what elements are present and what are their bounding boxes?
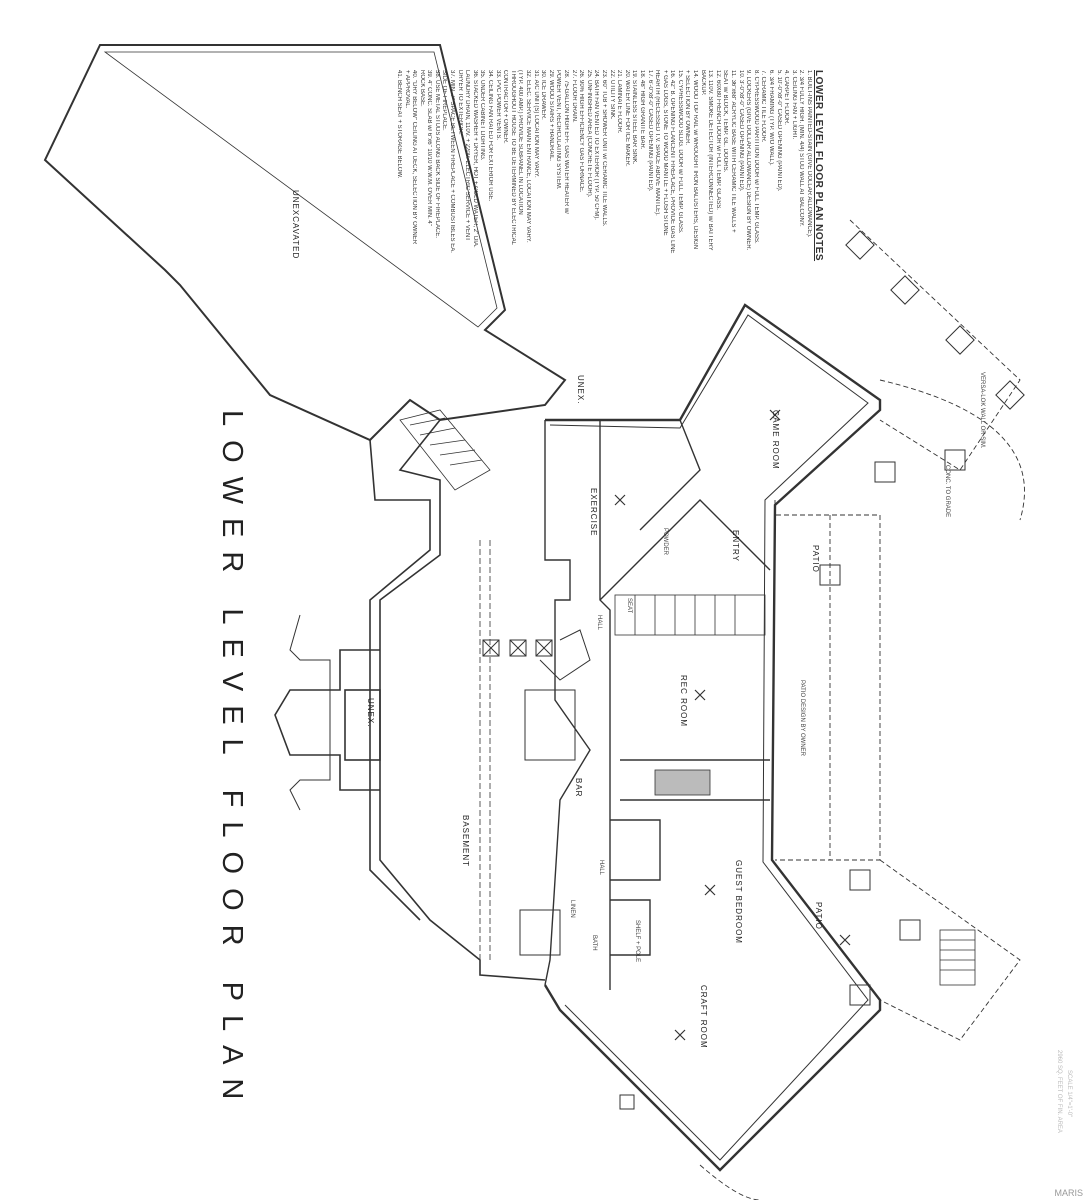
- note-line: 6. 3/4 FRAMING (TYP. W/O WALL).: [768, 70, 775, 166]
- room-label-hall: HALL: [598, 860, 604, 876]
- note-line: 22. UTILITY SINK.: [608, 70, 615, 120]
- room-label-rec-room: REC ROOM: [679, 675, 688, 727]
- note-line: DRYER TO EXTERIOR.: [456, 70, 463, 135]
- note-line: 29. WOOD STAIRS + HANDRAIL.: [547, 70, 554, 162]
- room-label-patio: PATIO: [814, 902, 823, 930]
- note-line: 33. PVC POWER VENTS.: [494, 70, 501, 141]
- basement-outline: [274, 399, 546, 981]
- note-line: LAUNDRY DRAIN, 110V. + 220V. ELECTRIC SE…: [464, 70, 471, 241]
- note-line: + GAS LOGS, STONE TO WOOD MANTLE + FLUSH…: [661, 70, 668, 236]
- area-note: 2960 SQ. FEET OF FIN. AREA: [1056, 1050, 1062, 1133]
- note-line: 37. MIN. 7" SPACE BETWEEN FIREPLACE + CO…: [449, 70, 456, 253]
- room-label-unexcavated: UNEXCAVATED: [291, 190, 300, 260]
- note-line: 26. 90% HIGH EFFICIENCY GAS FURNACE.: [578, 70, 585, 193]
- note-line: 41. BENCH SEAT + STORAGE BELOW.: [395, 70, 402, 179]
- patio-outline: [699, 219, 1025, 1200]
- note-line: 5. 10'-0"x8'-0" CASED OPENING (PAINTED).: [775, 70, 782, 192]
- room-label-powder: POWDER: [662, 528, 668, 555]
- versa-lok-wall-note: VERSA-LOK WALL OR SIM.: [979, 372, 985, 449]
- note-line: 15. CYPRESSWOOD SLDG. DOOR w/ FULL TEMP.…: [676, 70, 683, 234]
- mechanical-units: [482, 639, 553, 657]
- patio-piers: [619, 230, 1025, 1110]
- note-line: 31. A/C UNIT(S) LOCATION MAY VARY.: [532, 70, 539, 178]
- drawing-title: LOWER LEVEL FLOOR PLAN: [216, 410, 248, 1114]
- note-line: (TYP. 400 AMP.) PROVIDE SUBPANEL IN LOCA…: [517, 70, 524, 215]
- note-line: POWER VENT, RECIRCULATING SYSTEM.: [555, 70, 562, 190]
- note-line: CONTRACTOR + OWNER.: [502, 70, 509, 144]
- note-line: 34. CEILING FAN RATED FOR EXTERIOR USE.: [487, 70, 494, 202]
- room-label-unex: UNEX.: [366, 698, 375, 728]
- note-line: 19. STAINLESS STEEL BAR SINK.: [631, 70, 638, 165]
- unexcavated-outline: [43, 44, 567, 442]
- note-line: 14. WOOD TOP RAIL w/ WROUGHT IRON BALUST…: [692, 70, 699, 250]
- room-label-hall: HALL: [596, 615, 602, 631]
- note-line: 36. STACKED WASHER + DRYER, HOT + COLD W…: [471, 70, 478, 248]
- note-line: 20. WATER LINE FOR ICE MAKER.: [623, 70, 630, 167]
- note-line: 2. 3/4 FULLY HIGH. (MIN. 4/4) STUD WALL …: [798, 70, 805, 227]
- patio-design-note: PATIO DESIGN BY OWNER: [799, 680, 805, 757]
- note-line: 4. CARPET FLOOR.: [783, 70, 790, 125]
- note-line: 27. FLOOR DRAIN.: [570, 70, 577, 123]
- note-line: 16. 42" B. OPENING FLANCENT FIREPLACE, P…: [669, 70, 676, 254]
- note-line: 11. 36"x68" ACRYLIC BASE WITH CERAMIC TI…: [730, 70, 737, 233]
- room-label-game-room: GAME ROOM: [771, 410, 780, 470]
- note-line: 30. ICE DRAWER.: [540, 70, 547, 120]
- note-line: 13. 110V. SMOKE DETECTOR (INTERCONNECTED…: [707, 70, 714, 251]
- note-line: 39. 4" CONC. SLAB w/ 6"x6" 10/10 W.W.M. …: [426, 70, 433, 226]
- note-line: 21. LAMINATE FLOOR.: [616, 70, 623, 134]
- note-line: 7. CERAMIC TILE FLOOR.: [760, 70, 767, 143]
- watermark: MARIS: [1054, 1188, 1083, 1198]
- note-line: 9. LOCKERS (GIVE DOLLAR ALLOWANCE) DESIG…: [745, 70, 752, 251]
- note-line: 12. 60X80 FRENCH DOOR w/ FULL TEMP. GLAS…: [714, 70, 721, 210]
- note-line: 40. "DRY BELOW" CEILING AT DECK, SELECTI…: [411, 70, 418, 245]
- room-label-shelf-pole: SHELF + POLE: [634, 920, 640, 963]
- note-line: SIDE OF FIREPLACE.: [441, 70, 448, 131]
- note-line: 3. CEILING FAN + LIGHT.: [790, 70, 797, 140]
- note-line: HEARTH (RECESSED T.V. SPACE ABOVE MANTLE…: [654, 70, 661, 216]
- stairs: [399, 409, 976, 986]
- note-line: 28. 75-GALLON HIGH EFF. GAS WATER HEATER…: [563, 70, 569, 214]
- note-line: 1. BUILT-INS PAINTED-STAIN (GIVE DOLLAR …: [806, 70, 812, 238]
- room-label-basement: BASEMENT: [461, 815, 470, 868]
- note-line: 8. CYPRESSWOOD PARTITION DOOR w/ FULL TE…: [752, 70, 759, 244]
- scale-note: SCALE 1/4"=1'-0": [1066, 1070, 1072, 1118]
- note-line: 23. 60" TUB + SHOWER UNIT w/ CERAMIC TIL…: [600, 70, 607, 227]
- room-label-seat: SEAT: [626, 598, 632, 614]
- interior-walls: [519, 419, 771, 990]
- room-label-patio: PATIO: [811, 545, 820, 573]
- room-label-bath: BATH: [591, 935, 597, 951]
- room-label-guest-bedroom: GUEST BEDROOM: [734, 860, 743, 944]
- note-line: 24. BATH FAN VENTED TO EXTERIOR (TYP. 50…: [593, 70, 600, 220]
- note-line: 38. USE METAL STUDS ALONG BACK SIDE OF F…: [433, 70, 440, 239]
- room-label-linen: LINEN: [569, 900, 575, 918]
- note-line: 10. 3'-0"x8'-0" CASED OPENING (PAINTED).: [737, 70, 744, 192]
- note-line: + SELECTION BY OWNER.: [684, 70, 691, 146]
- note-line: 18. 48" HIGH GRANITE BAR.: [638, 70, 645, 150]
- floor-plan-notes: LOWER LEVEL FLOOR PLAN NOTES 1. BUILT-IN…: [396, 70, 825, 310]
- notes-title: LOWER LEVEL FLOOR PLAN NOTES: [813, 70, 824, 262]
- note-line: THROUGHOUT HOUSE TO BE DETERMINED BY ELE…: [509, 70, 516, 245]
- notes-list: 1. BUILT-INS PAINTED-STAIN (GIVE DOLLAR …: [394, 70, 812, 310]
- note-line: 32. ELEC. SERVICE MAIN ENTRANCE, LOCATIO…: [525, 70, 532, 243]
- room-label-unex: UNEX.: [576, 375, 585, 405]
- note-line: 17. 6'-0"x8'-0" CASED OPENING (PAINTED).: [646, 70, 653, 192]
- note-line: BACKUP.: [699, 70, 706, 96]
- note-line: 25. UNFINISHED AREA (CONCRETE FLOOR).: [585, 70, 592, 198]
- room-label-bar: BAR: [574, 778, 583, 798]
- note-line: 35. UNDER CABINET LIGHTING.: [479, 70, 486, 161]
- note-line: ROCK BASE.: [418, 70, 425, 107]
- building-outline: [543, 303, 882, 1172]
- room-label-entry: ENTRY: [731, 530, 740, 562]
- room-label-exercise: EXERCISE: [589, 488, 598, 537]
- room-label-craft-room: CRAFT ROOM: [699, 985, 708, 1049]
- note-line: SEAT w/ BLOCK, TEMP. GL. DOORS.: [722, 70, 729, 173]
- ceiling-fans: [614, 409, 851, 1041]
- note-line: + APPROVAL.: [403, 70, 410, 109]
- concrete-note: CONC. TO GRADE: [944, 465, 950, 518]
